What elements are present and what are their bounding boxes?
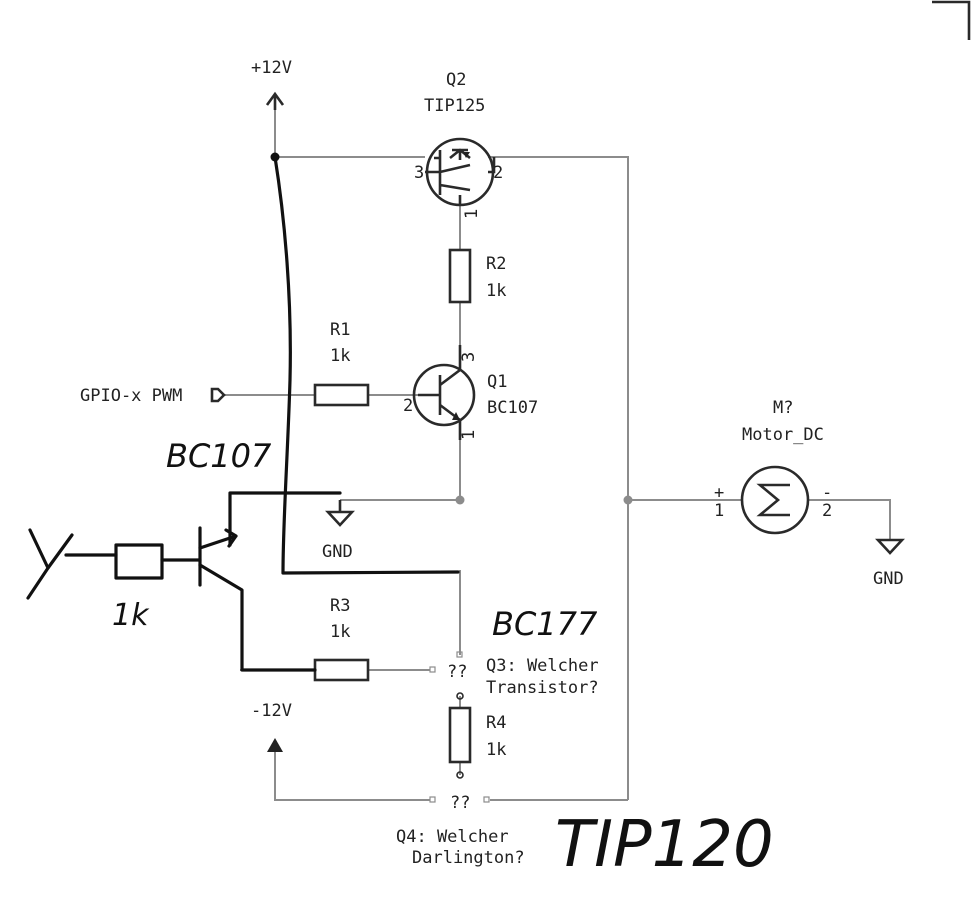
q2-ref: Q2 <box>446 70 466 90</box>
motor-sign-plus: + <box>714 483 724 503</box>
q1-ref: Q1 <box>487 372 507 392</box>
gnd-label-motor: GND <box>873 569 904 589</box>
q1-gnd-wire <box>340 440 461 501</box>
q2-value: TIP125 <box>424 96 485 116</box>
pen-transistor-collector <box>198 563 317 672</box>
motor-value: Motor_DC <box>742 425 824 445</box>
motor-right-wire <box>808 499 891 540</box>
ground-symbol-icon <box>875 538 905 555</box>
r2-ref: R2 <box>486 254 506 274</box>
pen-input-mark <box>26 528 74 600</box>
q1-pin-2: 2 <box>403 396 413 416</box>
r3-resistor-body <box>313 658 370 682</box>
q4-mark: ?? <box>450 793 470 813</box>
q2-pin-3: 3 <box>414 163 424 183</box>
q2-pin-1: 1 <box>462 209 482 219</box>
q4-question-line1: Q4: Welcher <box>396 827 509 847</box>
q1-pin-3: 3 <box>459 352 479 362</box>
junction-dot <box>455 495 465 505</box>
q3-question-line2: Transistor? <box>486 678 599 698</box>
right-rail-wire <box>488 156 629 800</box>
r3-ref: R3 <box>330 596 350 616</box>
r1-ref: R1 <box>330 320 350 340</box>
motor-ref: M? <box>773 398 793 418</box>
q4-question-line2: Darlington? <box>412 848 525 868</box>
r4-pin-bottom <box>456 771 464 779</box>
motor-pin-1: 1 <box>714 501 724 521</box>
motor-symbol <box>740 465 810 535</box>
r3-value: 1k <box>330 622 350 642</box>
r2-resistor-body <box>448 248 472 304</box>
pen-wire-top <box>228 491 342 547</box>
junction-dot <box>623 495 633 505</box>
r4-ref: R4 <box>486 713 506 733</box>
q2-pin-2: 2 <box>493 163 503 183</box>
q1-value: BC107 <box>487 398 538 418</box>
vcc-label: +12V <box>251 58 292 78</box>
r4-resistor-body <box>448 706 472 764</box>
pen-resistor-body <box>114 543 164 580</box>
q1-pin-1: 1 <box>459 430 479 440</box>
input-port-icon <box>210 387 226 403</box>
vee-wire <box>274 752 430 801</box>
vcc-wire <box>274 110 425 158</box>
vee-label: -12V <box>251 701 292 721</box>
q4-pin-markers <box>429 796 490 803</box>
pen-transistor-emitter <box>198 528 238 550</box>
r1-resistor-body <box>313 383 370 407</box>
r2-value: 1k <box>486 281 506 301</box>
hand-label-bc107: BC107 <box>166 437 272 475</box>
q2-darlington-symbol <box>425 137 496 207</box>
r1-value: 1k <box>330 346 350 366</box>
motor-pin-2: 2 <box>822 501 832 521</box>
handwritten-sketch <box>26 155 460 672</box>
gpio-label: GPIO-x PWM <box>80 386 182 406</box>
q1-npn-symbol <box>412 345 476 440</box>
pen-wire-vertical <box>273 155 460 575</box>
hand-label-tip120: TIP120 <box>555 808 774 882</box>
q3-question-line1: Q3: Welcher <box>486 656 599 676</box>
r4-value: 1k <box>486 740 506 760</box>
page-corner-mark <box>932 0 971 40</box>
vcc-arrow-icon <box>265 91 285 110</box>
hand-label-bc177: BC177 <box>492 605 598 643</box>
hand-label-1k: 1k <box>112 598 150 633</box>
motor-sign-minus: - <box>822 483 832 503</box>
r4-pin-top <box>456 692 464 700</box>
ground-symbol-icon <box>325 500 355 527</box>
q3-mark: ?? <box>447 662 467 682</box>
gnd-label-q1: GND <box>322 542 353 562</box>
q3-pin-markers <box>429 651 463 673</box>
vee-arrow-icon <box>267 738 283 752</box>
